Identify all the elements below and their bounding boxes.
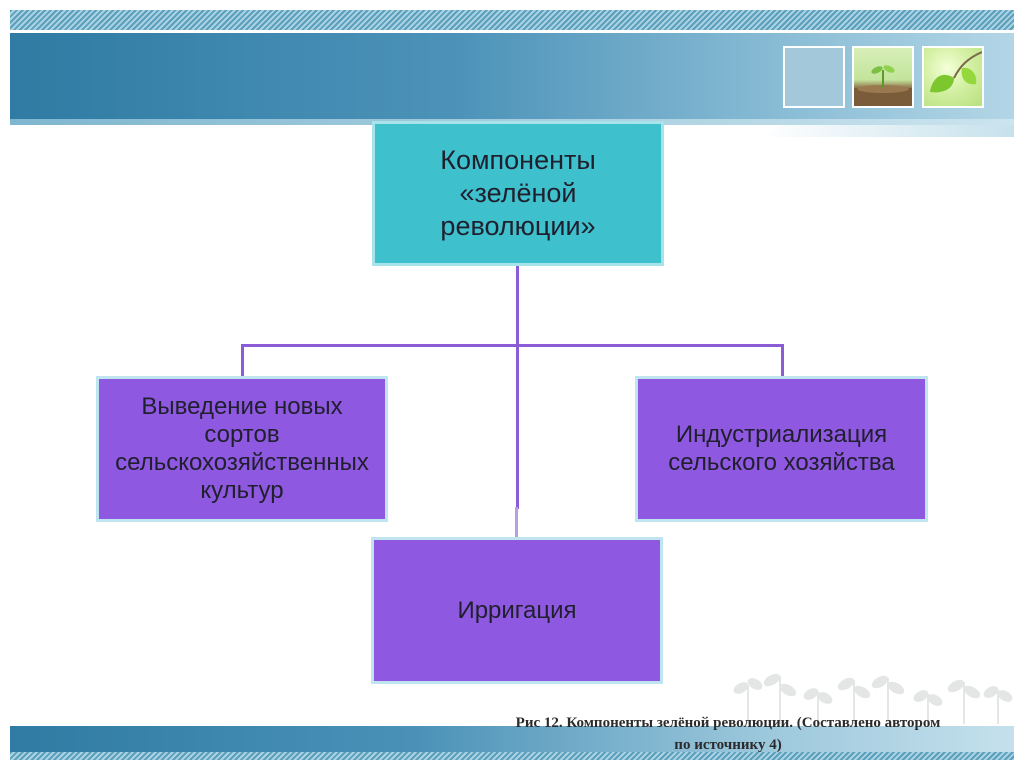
seedling-graphic	[854, 65, 912, 106]
blank-thumbnail	[783, 46, 845, 108]
node-irrigation-label: Ирригация	[453, 597, 580, 625]
connector-horizontal-bar	[241, 344, 784, 347]
connector-bottom-stub	[515, 507, 518, 538]
root-line-2: «зелёной	[459, 178, 577, 208]
sprouts-decoration-icon	[733, 673, 1013, 724]
breeding-line-3: сельскохозяйственных	[115, 449, 369, 476]
seedling-photo-icon	[852, 46, 914, 108]
connector-right-drop	[781, 344, 784, 377]
footer-band	[10, 726, 1014, 752]
node-irrigation: Ирригация	[371, 537, 663, 684]
breeding-line-4: культур	[200, 477, 284, 504]
footer-stripe	[10, 752, 1014, 760]
breeding-line-2: сортов	[204, 421, 280, 448]
header-band	[10, 33, 1014, 119]
leaves-graphic	[930, 51, 982, 93]
node-industrialization: Индустриализация сельского хозяйства	[635, 376, 928, 522]
root-node-label: Компоненты «зелёной революции»	[436, 144, 600, 243]
industrialization-line-2: сельского хозяйства	[668, 449, 895, 476]
breeding-line-1: Выведение новых	[141, 393, 343, 420]
irrigation-line-1: Ирригация	[457, 596, 577, 624]
node-breeding: Выведение новых сортов сельскохозяйствен…	[96, 376, 388, 522]
header-stripe	[10, 10, 1014, 30]
industrialization-line-1: Индустриализация	[675, 421, 888, 448]
root-line-1: Компоненты	[440, 145, 596, 175]
caption-line-1: Рис 12. Компоненты зелёной революции. (С…	[515, 715, 941, 731]
leaves-photo-icon	[922, 46, 984, 108]
node-industrialization-label: Индустриализация сельского хозяйства	[664, 421, 898, 477]
root-line-3: революции»	[440, 211, 596, 241]
header-underline-accent	[760, 125, 1014, 137]
node-breeding-label: Выведение новых сортов сельскохозяйствен…	[111, 393, 373, 505]
connector-left-drop	[241, 344, 244, 377]
figure-caption: Рис 12. Компоненты зелёной революции. (С…	[436, 712, 1020, 756]
caption-line-2: по источнику 4)	[674, 737, 782, 753]
root-node: Компоненты «зелёной революции»	[372, 121, 664, 266]
connector-root-trunk	[516, 266, 519, 509]
